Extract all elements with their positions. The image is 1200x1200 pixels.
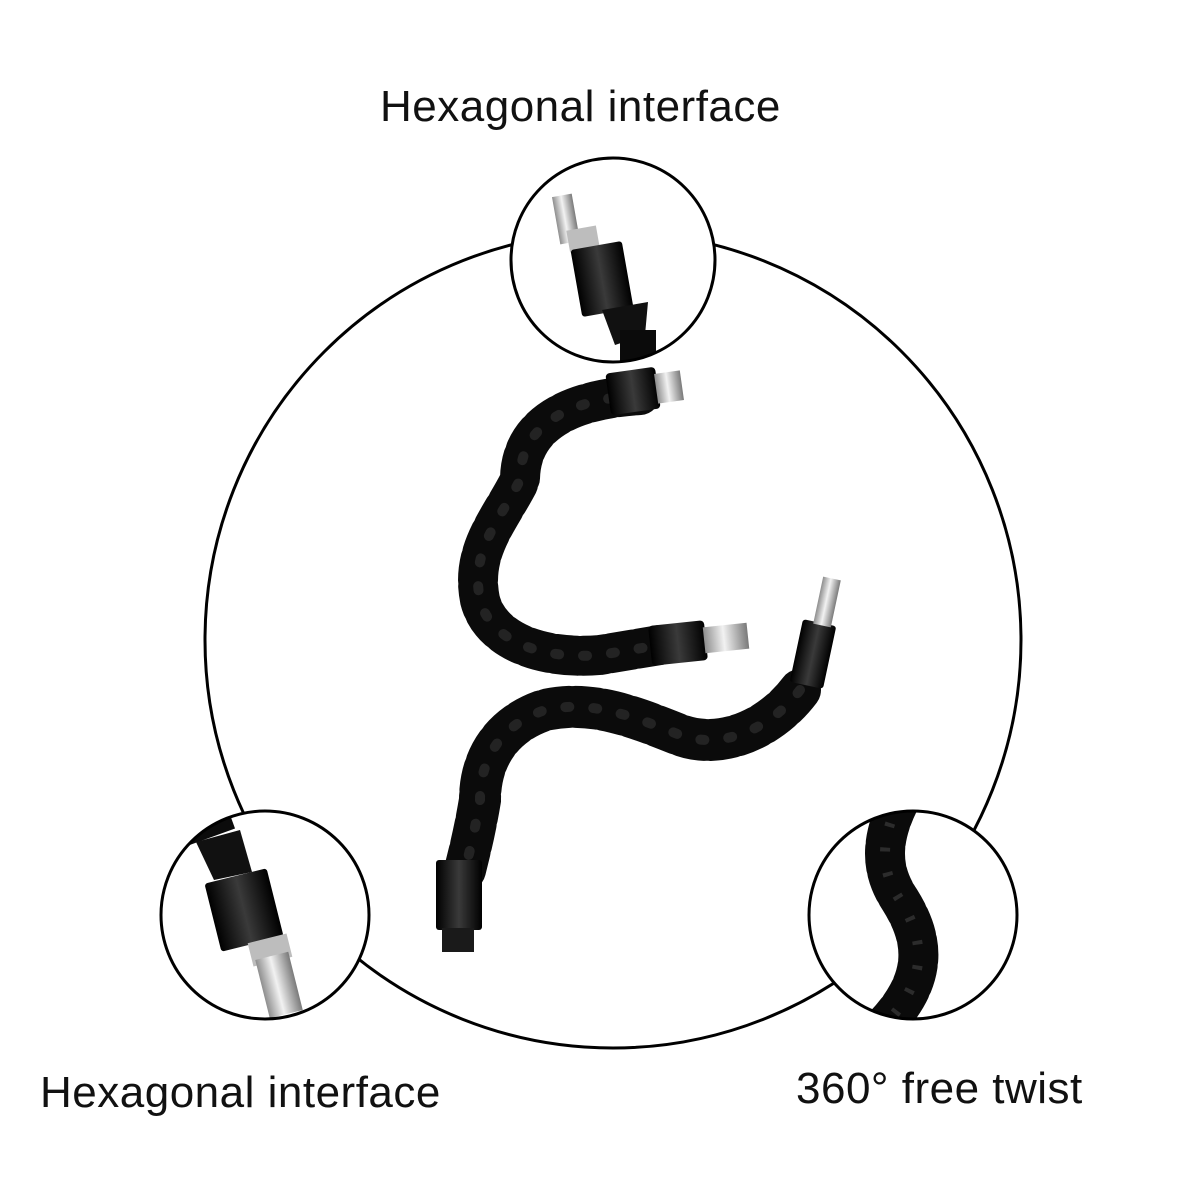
label-free-twist: 360° free twist [796,1064,1083,1113]
label-hexagonal-interface-top: Hexagonal interface [380,82,781,131]
label-hexagonal-interface-bottom-left: Hexagonal interface [40,1068,441,1117]
flexible-shaft-icon [860,811,939,1019]
detail-circle-bottom-right [807,809,1019,1021]
flexible-shaft-lower [436,576,841,952]
detail-circle-top [509,156,717,364]
flexible-shaft-upper [458,367,750,676]
detail-circle-bottom-left [159,809,371,1021]
hex-bit-icon [164,811,303,1019]
hex-bit-icon [551,193,656,362]
